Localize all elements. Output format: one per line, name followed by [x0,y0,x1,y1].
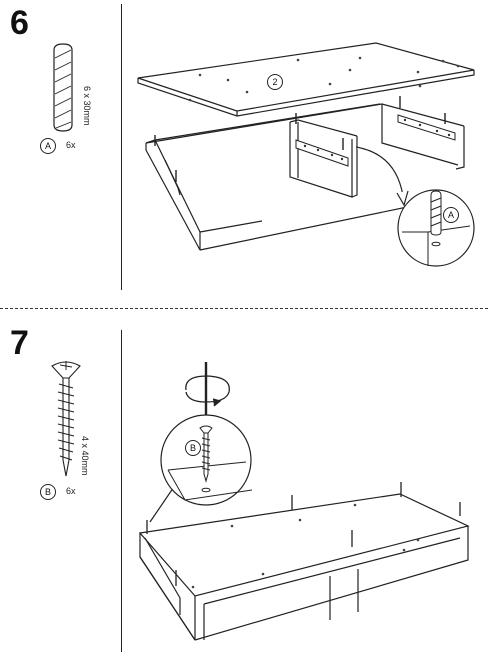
dowel-icon [53,43,73,132]
detail-circle [397,189,475,267]
screws-installed [146,482,461,586]
step-7-number: 7 [10,324,29,362]
part-b-marker: B [40,484,56,500]
dowel-icon [430,190,442,247]
drawer-runner [295,114,456,167]
part-a-quantity: 6x [66,140,76,150]
part-a-marker: A [40,138,56,154]
step-separator [0,308,488,309]
screw-icon [51,361,81,477]
dowel-pins [154,96,446,182]
carcass-frame [145,103,465,251]
assembled-carcass [138,493,470,641]
callout-part-b-marker: B [185,440,201,456]
callout-part-a-marker: A [443,207,459,223]
screw-icon [199,425,213,493]
callout-arrow [355,146,404,197]
rotate-arrow-icon [185,362,230,415]
top-panel-holes [188,56,460,102]
dowel-size-label: 6 x 30mm [82,86,92,126]
step-6-number: 6 [10,4,29,42]
detail-circle [149,414,253,523]
part-b-quantity: 6x [66,486,76,496]
step-7-divider [121,330,122,652]
top-panel [137,42,475,117]
screw-size-label: 4 x 40mm [80,436,90,476]
panel-number-marker: 2 [267,74,283,90]
step-6-divider [121,4,122,290]
